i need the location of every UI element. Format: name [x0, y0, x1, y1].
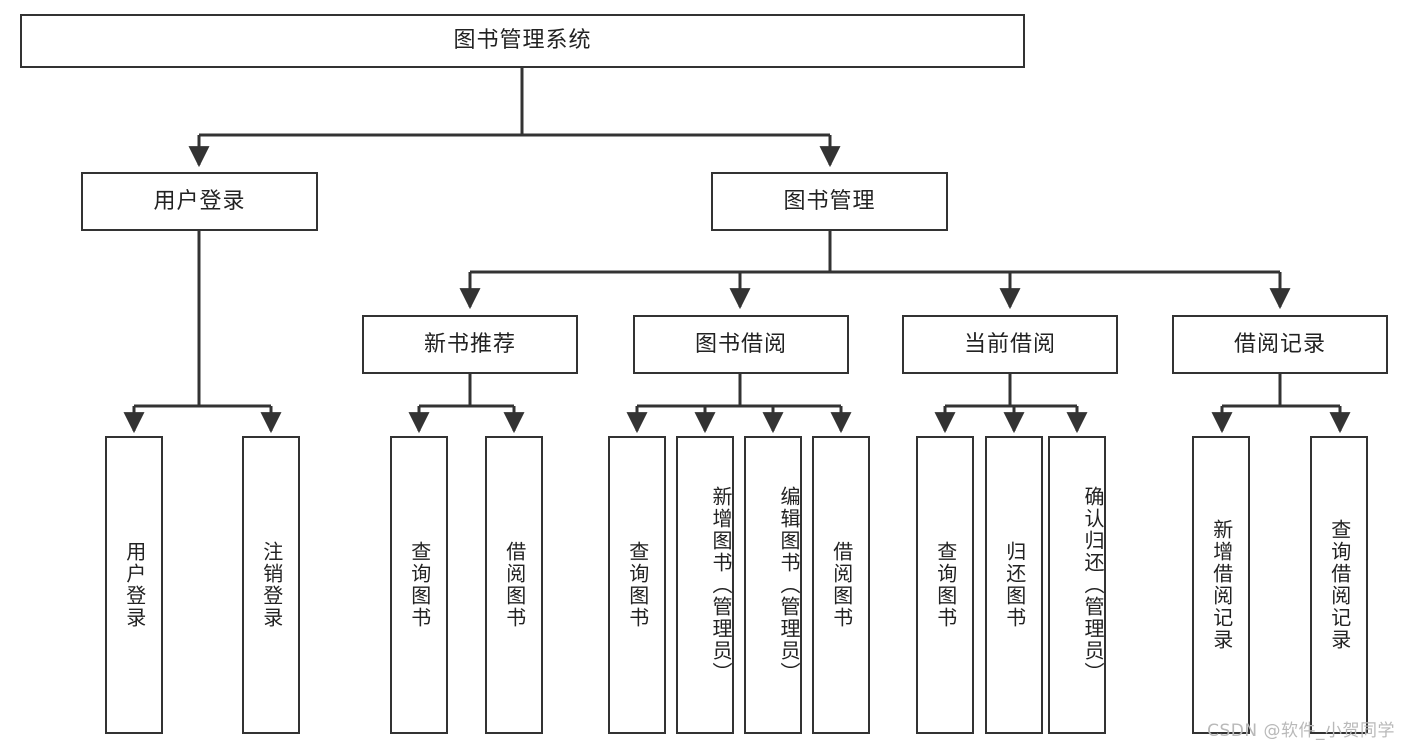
leaf-bb-query-book[interactable]: 查询图书 — [608, 436, 666, 734]
node-borrow-record[interactable]: 借阅记录 — [1172, 315, 1388, 374]
leaf-nb-query-book[interactable]: 查询图书 — [390, 436, 448, 734]
leaf-bb-add-book-admin[interactable]: 新增图书（管理员） — [676, 436, 734, 734]
node-current-borrow[interactable]: 当前借阅 — [902, 315, 1118, 374]
leaf-bb-borrow-book[interactable]: 借阅图书 — [812, 436, 870, 734]
node-new-book-recommend[interactable]: 新书推荐 — [362, 315, 578, 374]
leaf-cb-return-book[interactable]: 归还图书 — [985, 436, 1043, 734]
leaf-bb-edit-book-admin[interactable]: 编辑图书（管理员） — [744, 436, 802, 734]
watermark-text: CSDN @软件_小贺同学 — [1207, 721, 1395, 741]
leaf-br-query-record[interactable]: 查询借阅记录 — [1310, 436, 1368, 734]
node-root-book-management-system[interactable]: 图书管理系统 — [20, 14, 1025, 68]
leaf-br-add-record[interactable]: 新增借阅记录 — [1192, 436, 1250, 734]
node-book-borrow[interactable]: 图书借阅 — [633, 315, 849, 374]
leaf-cb-query-book[interactable]: 查询图书 — [916, 436, 974, 734]
node-book-management[interactable]: 图书管理 — [711, 172, 948, 231]
leaf-logout-login[interactable]: 注销登录 — [242, 436, 300, 734]
leaf-cb-confirm-return-admin[interactable]: 确认归还（管理员） — [1048, 436, 1106, 734]
leaf-nb-borrow-book[interactable]: 借阅图书 — [485, 436, 543, 734]
node-user-login[interactable]: 用户登录 — [81, 172, 318, 231]
leaf-user-login[interactable]: 用户登录 — [105, 436, 163, 734]
